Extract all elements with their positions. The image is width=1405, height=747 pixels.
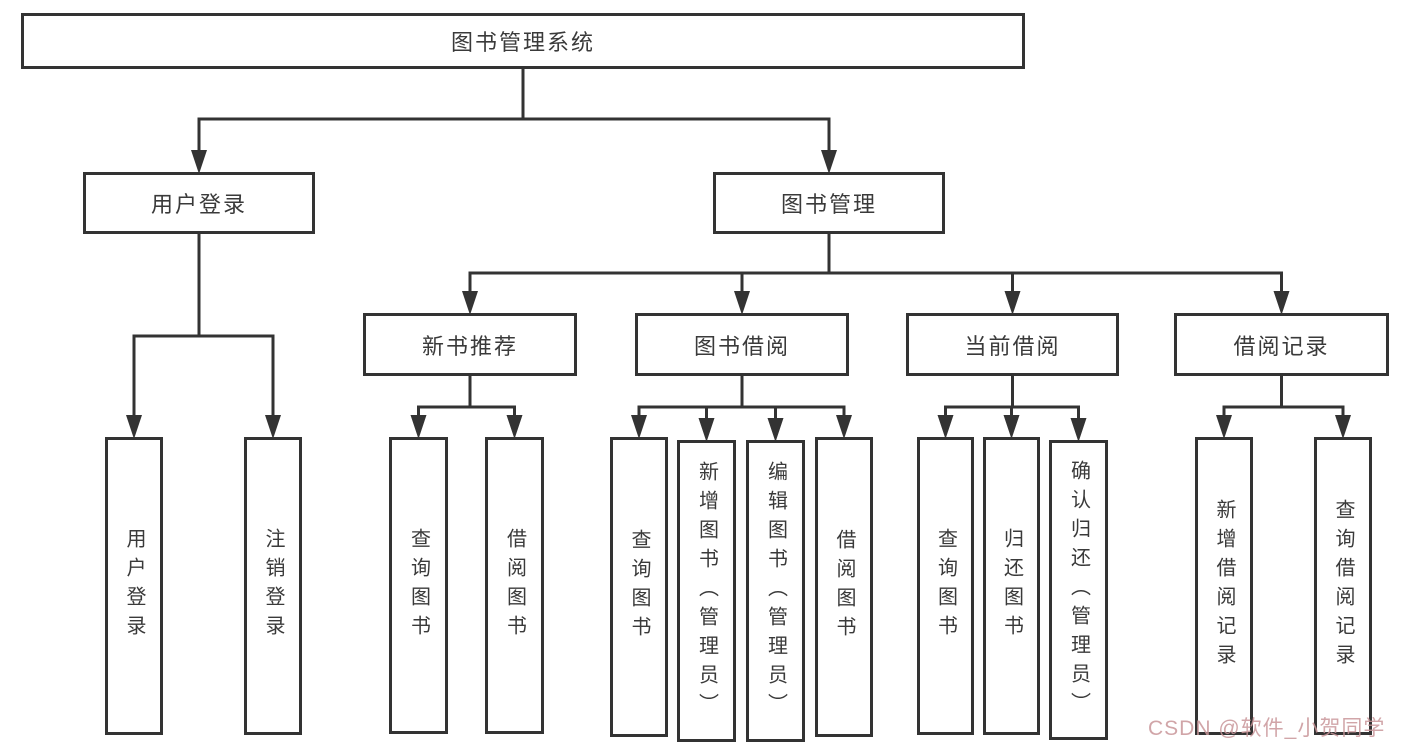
node-root: 图书管理系统 (21, 13, 1025, 69)
node-label-bor-borrow: 借阅图书 (833, 529, 855, 645)
node-label-bor-query: 查询图书 (628, 529, 650, 645)
node-label-recs-add: 新增借阅记录 (1213, 499, 1235, 673)
node-login: 用户登录 (83, 172, 315, 234)
edge-arrowhead-login-user (126, 415, 142, 439)
node-cur-confirm: 确认归还（管理员） (1049, 440, 1108, 740)
node-bor-query: 查询图书 (610, 437, 668, 737)
node-bor-edit: 编辑图书（管理员） (746, 440, 805, 742)
node-recs-query: 查询借阅记录 (1314, 437, 1372, 735)
node-label-login: 用户登录 (150, 192, 247, 217)
edge-arrowhead-rec-query (410, 415, 427, 439)
node-rec-query: 查询图书 (389, 437, 448, 734)
edge-arrowhead-cur-return (1003, 415, 1020, 439)
node-label-borrow: 图书借阅 (693, 333, 790, 359)
node-label-recs-query: 查询借阅记录 (1332, 499, 1354, 673)
node-label-cur-confirm: 确认归还（管理员） (1067, 459, 1090, 721)
node-label-bor-edit: 编辑图书（管理员） (764, 460, 787, 722)
node-bor-add: 新增图书（管理员） (677, 440, 736, 742)
node-records: 借阅记录 (1174, 313, 1389, 376)
node-label-current: 当前借阅 (964, 333, 1061, 359)
node-label-rec: 新书推荐 (421, 333, 518, 359)
node-login-user: 用户登录 (105, 437, 163, 735)
edge-arrowhead-recs-add (1216, 415, 1232, 439)
node-label-root: 图书管理系统 (450, 30, 595, 55)
node-cur-query: 查询图书 (917, 437, 974, 735)
edge-arrowhead-bor-borrow (836, 415, 852, 439)
node-current: 当前借阅 (906, 313, 1119, 376)
node-label-mgmt: 图书管理 (780, 192, 877, 217)
edge-arrowhead-recs-query (1335, 415, 1351, 439)
csdn-watermark: CSDN @软件_小贺同学 (1148, 717, 1386, 740)
node-label-rec-borrow: 借阅图书 (503, 527, 526, 644)
edge-arrowhead-current (1004, 291, 1021, 315)
node-label-bor-add: 新增图书（管理员） (695, 460, 718, 722)
edge-arrowhead-rec-borrow (506, 415, 523, 439)
node-login-out: 注销登录 (244, 437, 302, 735)
node-recs-add: 新增借阅记录 (1195, 437, 1253, 735)
edge-arrowhead-records (1273, 291, 1290, 315)
edge-arrowhead-borrow (734, 291, 750, 315)
node-label-cur-return: 归还图书 (1000, 528, 1023, 644)
edge-arrowhead-cur-query (937, 415, 954, 439)
node-label-records: 借阅记录 (1233, 333, 1330, 359)
edge-arrowhead-bor-query (631, 415, 647, 439)
node-mgmt: 图书管理 (713, 172, 945, 234)
node-bor-borrow: 借阅图书 (815, 437, 873, 737)
edge-arrowhead-mgmt (821, 150, 837, 174)
edge-arrowhead-bor-edit (767, 418, 784, 442)
node-label-login-user: 用户登录 (123, 528, 145, 644)
node-label-cur-query: 查询图书 (934, 528, 957, 644)
node-rec-borrow: 借阅图书 (485, 437, 544, 734)
edge-arrowhead-cur-confirm (1070, 418, 1087, 442)
edge-arrowhead-login-out (265, 415, 281, 439)
node-label-rec-query: 查询图书 (407, 527, 430, 644)
edge-arrowhead-login (191, 150, 207, 174)
node-borrow: 图书借阅 (635, 313, 849, 376)
edge-arrowhead-rec (462, 291, 478, 315)
edge-arrowhead-bor-add (698, 418, 715, 442)
node-cur-return: 归还图书 (983, 437, 1040, 735)
node-rec: 新书推荐 (363, 313, 577, 376)
node-label-login-out: 注销登录 (262, 528, 284, 644)
